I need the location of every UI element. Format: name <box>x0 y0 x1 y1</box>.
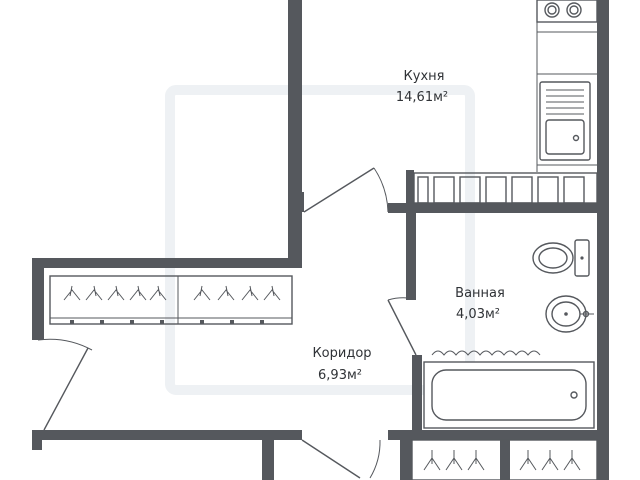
kitchen-label: Кухня 14,61м² <box>396 69 448 105</box>
corridor-label: Коридор 6,93м² <box>312 346 371 383</box>
wall-lower-stub-1 <box>262 440 274 480</box>
bathtub-icon <box>423 361 595 429</box>
washbasin-icon <box>545 295 594 333</box>
kitchen-fixtures <box>413 0 598 204</box>
entrance-door-icon <box>37 338 93 431</box>
kitchen-area: 14,61м² <box>396 90 448 105</box>
towel-rail-icon <box>431 350 541 356</box>
wall-lower-stub-2 <box>400 440 412 480</box>
wall-corridor-bottom-left-stub <box>32 430 42 450</box>
wall-corridor-bottom-left <box>32 430 302 440</box>
lower-wardrobe <box>411 439 598 480</box>
bathroom-fixtures <box>423 239 595 429</box>
wall-kitchen-bottom-right <box>388 203 600 213</box>
doors <box>37 167 417 479</box>
wall-kitchen-left <box>288 0 302 266</box>
wall-corridor-bottom-right <box>388 430 600 440</box>
bathroom-area: 4,03м² <box>456 307 500 322</box>
corridor-wardrobe <box>49 275 293 325</box>
toilet-icon <box>532 239 590 277</box>
wall-left-corridor <box>32 258 44 340</box>
kitchen-sink-icon <box>539 81 591 161</box>
lower-door-icon <box>301 439 381 479</box>
stove-icon <box>536 0 598 23</box>
kitchen-door-icon <box>303 167 389 213</box>
bathroom-label: Ванная 4,03м² <box>455 286 505 322</box>
corridor-area: 6,93м² <box>318 368 362 383</box>
wall-outer-right <box>597 0 609 480</box>
wall-kitchen-bottom-left <box>288 192 304 212</box>
kitchen-name: Кухня <box>404 69 445 84</box>
watermark <box>165 85 475 395</box>
bathroom-door-icon <box>387 297 417 356</box>
wall-kitchen-niche-left <box>406 170 414 213</box>
corridor-name: Коридор <box>312 346 371 361</box>
kitchen-cabinets <box>413 172 598 204</box>
wall-living-bottom <box>32 258 302 268</box>
wall-bath-left-lower <box>412 355 422 435</box>
wall-bath-left-upper <box>406 203 416 300</box>
bathroom-name: Ванная <box>455 286 505 301</box>
